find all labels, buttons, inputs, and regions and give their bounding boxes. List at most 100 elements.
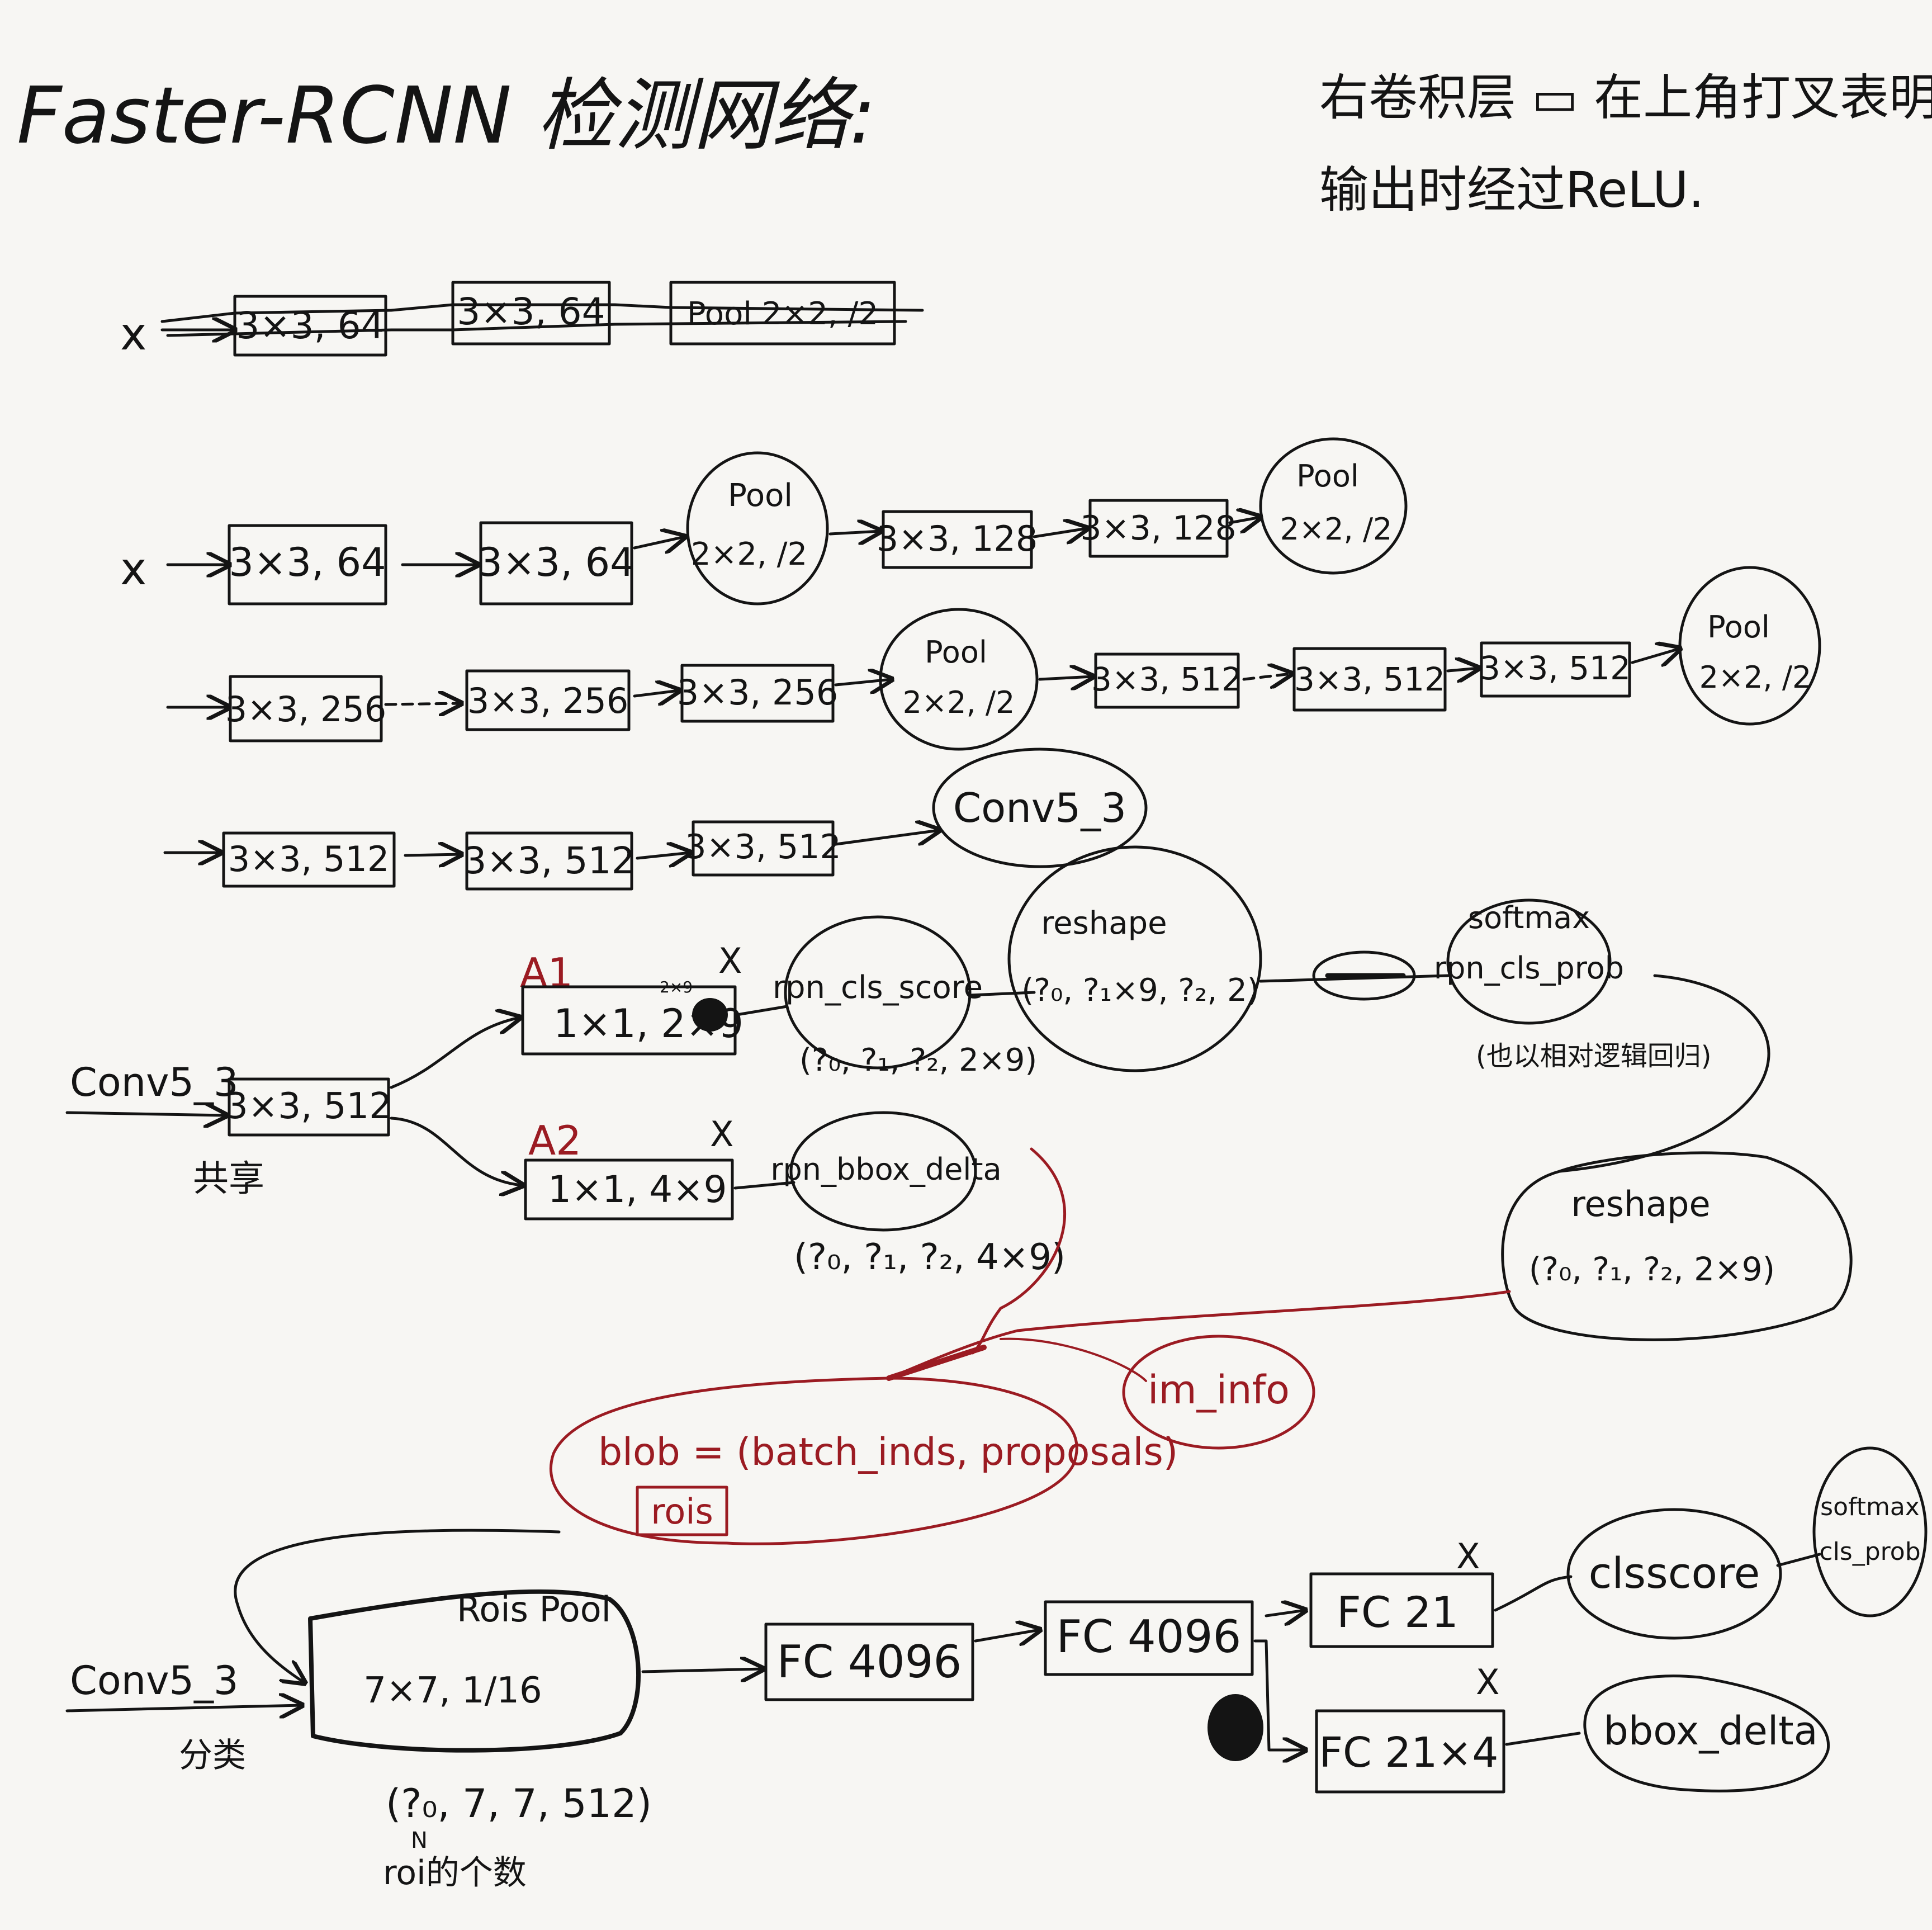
head-roipool-params: 7×7, 1/16 (363, 1670, 542, 1711)
rpn-reshape2-shape: (?₀, ?₁, ?₂, 2×9) (1529, 1250, 1775, 1288)
row3-output-label: Conv5_3 (953, 784, 1126, 831)
row2-pool2-b: 2×2, /2 (1699, 660, 1812, 695)
row3: 3×3, 512 3×3, 512 3×3, 512 Conv5_3 (163, 748, 1148, 891)
row1-pool1-a: Pool (728, 477, 793, 514)
head-fc1 (764, 1622, 974, 1701)
row2-pool1-b: 2×2, /2 (903, 685, 1015, 720)
row1-conv2 (479, 521, 633, 606)
rpn-conv (228, 1077, 390, 1137)
note-line2: 输出时经过ReLU. (1319, 161, 1704, 219)
rpn-a1-cross: X (718, 940, 742, 981)
row1-pool1 (686, 451, 829, 606)
rpn-cls-prob-node (1446, 898, 1612, 1025)
row3-conv1-label: 3×3, 512 (228, 839, 390, 879)
head-cls-prob: cls_prob (1819, 1538, 1920, 1566)
rpn-reshape1-node (1007, 845, 1262, 1072)
head-fc2-label: FC 4096 (1057, 1611, 1242, 1663)
row2-conv3-label: 3×3, 256 (677, 672, 839, 713)
head-cls-score-node (1566, 1508, 1782, 1640)
head-fc2 (1044, 1600, 1254, 1676)
head-bbox-delta-node (1583, 1674, 1830, 1792)
row1-pool2-b: 2×2, /2 (1280, 512, 1393, 547)
rpn-im-info-node (1122, 1335, 1315, 1450)
row0-struck: x 3×3, 64 3×3, 64 Pool 2×2, /2 (120, 281, 924, 360)
row1-input: x (120, 543, 146, 595)
row3-conv1 (222, 831, 396, 888)
row2-pool1-a: Pool (925, 635, 987, 670)
head-fc1-label: FC 4096 (777, 1636, 962, 1688)
rpn-a1-small: 2×9 (660, 978, 693, 996)
rpn-softmax-small-node (1312, 950, 1416, 1001)
head-softmax: softmax (1820, 1493, 1920, 1521)
head-roipool-note: roi的个数 (383, 1853, 527, 1893)
row2-conv3 (680, 664, 835, 723)
head-roipool-node (308, 1589, 641, 1753)
row2: 3×3, 256 3×3, 256 3×3, 256 Pool 2×2, /2 … (166, 566, 1821, 751)
rpn-a2-box (524, 1158, 734, 1221)
rpn-bbox-delta: rpn_bbox_delta (770, 1152, 1001, 1187)
head-roipool-shape: (?₀, 7, 7, 512) (386, 1781, 652, 1827)
row1: x 3×3, 64 3×3, 64 Pool 2×2, /2 3×3, 128 … (120, 437, 1408, 606)
rpn: Conv5_3 共享 3×3, 512 A1 1×1, 2×9 2×9 X rp… (65, 845, 1853, 1545)
rpn-cls-score: rpn_cls_score (773, 969, 983, 1006)
rpn-a2-cross: X (710, 1114, 733, 1155)
row2-conv5 (1292, 647, 1447, 712)
rpn-rois-box (636, 1486, 728, 1536)
rpn-a1-label: A1 (520, 949, 573, 996)
head-roipool-n: N (411, 1828, 428, 1853)
row1-conv3 (882, 510, 1033, 569)
rpn-a2-label: A2 (528, 1117, 581, 1164)
row1-conv3-label: 3×3, 128 (877, 518, 1038, 559)
rpn-cls-score-shape: (?₀, ?₁, ?₂, 2×9) (799, 1042, 1037, 1078)
head-input-note: 分类 (179, 1736, 246, 1775)
head-bbox-delta: bbox_delta (1603, 1708, 1817, 1754)
row2-conv6 (1480, 641, 1631, 698)
head-scribble (1208, 1694, 1263, 1761)
head-fc-cls-label: FC 21 (1337, 1587, 1459, 1637)
head-cls-prob-node (1812, 1446, 1928, 1617)
rpn-softmax: softmax (1468, 900, 1590, 935)
rpn-bbox-delta-shape: (?₀, ?₁, ?₂, 4×9) (794, 1237, 1066, 1278)
row1-conv2-label: 3×3, 64 (477, 540, 634, 585)
row2-conv2 (465, 669, 631, 731)
rpn-a1-scribble (692, 998, 728, 1032)
row1-conv4-label: 3×3, 128 (1080, 509, 1236, 548)
rpn-reshape1-shape: (?₀, ?₁×9, ?₂, 2) (1021, 972, 1259, 1009)
row0-pool (669, 281, 896, 346)
row2-conv5-label: 3×3, 512 (1294, 660, 1445, 698)
head-fc-bbox-label: FC 21×4 (1319, 1729, 1498, 1777)
row2-conv1 (229, 675, 383, 742)
row2-conv6-label: 3×3, 512 (1480, 649, 1631, 687)
rpn-blob: blob = (batch_inds, proposals) (598, 1430, 1178, 1474)
row1-pool1-b: 2×2, /2 (691, 536, 807, 573)
head-fc-cls-cross: X (1456, 1536, 1480, 1577)
row3-output (932, 748, 1148, 868)
head: Conv5_3 分类 Rois Pool 7×7, 1/16 (?₀, 7, 7… (65, 1446, 1928, 1893)
rpn-a2-box-label: 1×1, 4×9 (548, 1168, 727, 1211)
row0-conv2 (451, 281, 611, 346)
row0-pool-label: Pool 2×2, /2 (687, 296, 878, 332)
head-roipool-title: Rois Pool (457, 1589, 611, 1630)
rpn-reshape1: reshape (1041, 905, 1167, 942)
row2-conv4 (1094, 652, 1240, 709)
head-input: Conv5_3 (70, 1658, 239, 1704)
head-cls-score: clsscore (1589, 1548, 1760, 1598)
rpn-bbox-delta-node (789, 1111, 977, 1232)
head-fc-bbox-cross: X (1476, 1662, 1499, 1702)
row2-conv4-label: 3×3, 512 (1091, 660, 1242, 698)
row1-conv4 (1088, 499, 1229, 558)
rpn-a1-box (521, 985, 737, 1056)
row3-conv3 (692, 820, 835, 877)
rpn-input: Conv5_3 (70, 1059, 239, 1105)
row1-conv1 (228, 524, 387, 606)
row2-conv2-label: 3×3, 256 (467, 680, 629, 721)
head-fc-bbox (1315, 1709, 1505, 1794)
title: Faster-RCNN 检测网络: (17, 70, 876, 162)
row0-conv1 (233, 295, 387, 357)
rpn-conv-label: 3×3, 512 (225, 1086, 392, 1127)
rpn-cls-prob: rpn_cls_prob (1434, 950, 1624, 986)
rpn-cls-score-node (784, 915, 972, 1070)
row3-conv2 (465, 831, 633, 891)
row3-conv3-label: 3×3, 512 (685, 827, 841, 867)
